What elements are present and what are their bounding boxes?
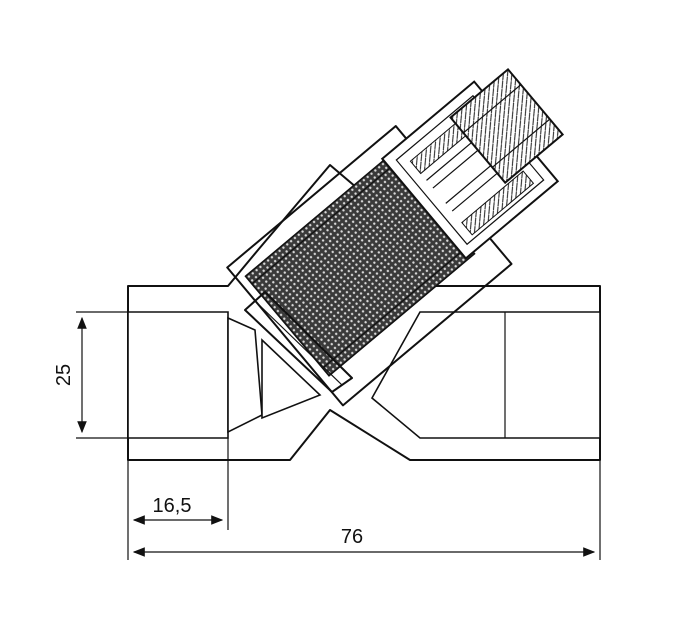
hex-nut [449,67,565,185]
screen-retainer-ring [244,291,353,393]
dimension-label-16-5: 16,5 [153,495,192,517]
dimension-bore-diameter: 25 [53,311,128,439]
dimension-overall-length: 76 [132,460,601,560]
inlet-socket-bore [127,311,263,439]
screen-housing [226,125,513,407]
dimension-label-25: 25 [53,364,75,386]
strainer-body [127,164,601,461]
outlet-socket-bore [370,311,601,439]
dimension-socket-depth: 16,5 [127,438,229,560]
inner-channel [261,338,322,420]
dimension-label-76: 76 [341,526,363,548]
